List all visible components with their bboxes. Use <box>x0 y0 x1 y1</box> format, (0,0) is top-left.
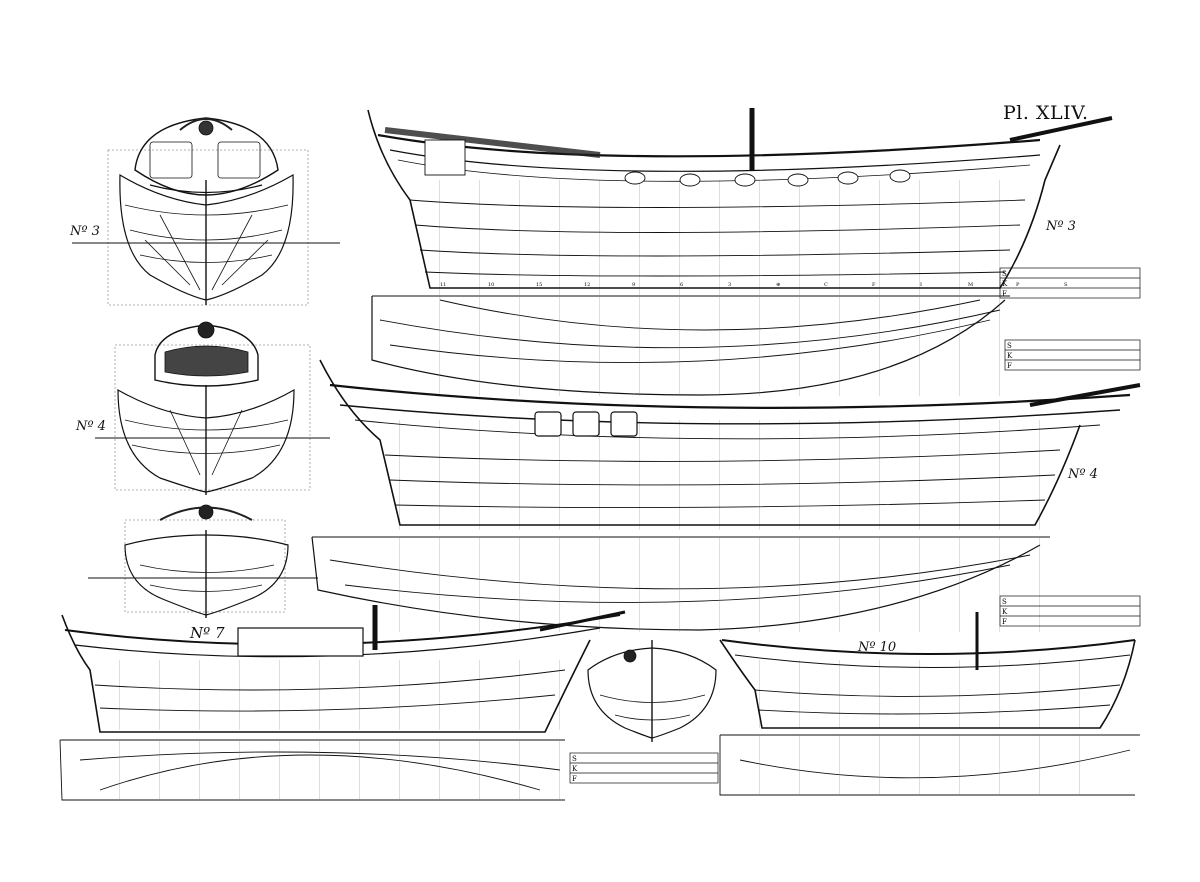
station-mark: F <box>872 282 876 288</box>
station-mark: C <box>824 282 828 288</box>
scale-letter: F <box>1002 290 1007 298</box>
label-stern-no4: Nº 4 <box>76 419 106 434</box>
scale-bar-no10 <box>569 752 719 784</box>
station-mark: ⊕ <box>776 282 780 288</box>
station-mark: S <box>1064 282 1068 288</box>
station-mark: I <box>920 282 922 288</box>
profile-no4 <box>311 359 1141 632</box>
stern-view-no3 <box>72 117 340 306</box>
station-mark: P <box>1016 282 1020 288</box>
profile-no10 <box>719 612 1140 796</box>
station-mark: M <box>968 282 973 288</box>
scale-letter: F <box>572 775 577 783</box>
stern-view-no10 <box>587 640 717 742</box>
scale-bar-no7 <box>999 595 1141 627</box>
station-mark: 12 <box>584 282 590 288</box>
profile-no3 <box>367 108 1113 396</box>
station-mark: 6 <box>680 282 683 288</box>
label-profile-no7: Nº 7 <box>190 624 225 642</box>
label-profile-no3: Nº 3 <box>1046 219 1076 234</box>
label-profile-no10: Nº 10 <box>858 640 897 655</box>
station-mark: 15 <box>536 282 542 288</box>
scale-letter: S <box>1007 342 1012 350</box>
scale-letter: K <box>1002 608 1008 616</box>
scale-letter: S <box>1002 270 1007 278</box>
scale-letter: S <box>572 755 577 763</box>
scale-letter: K <box>572 765 578 773</box>
stern-view-small <box>88 504 318 618</box>
scale-letter: F <box>1007 362 1012 370</box>
station-mark: 10 <box>488 282 494 288</box>
scale-letter: K <box>1007 352 1013 360</box>
plate-title: Pl. XLIV. <box>1003 102 1089 124</box>
label-profile-no4: Nº 4 <box>1068 467 1098 482</box>
profile-no7 <box>59 605 626 801</box>
station-mark: 3 <box>728 282 731 288</box>
scale-bar-no4 <box>1004 339 1141 371</box>
scale-letter: S <box>1002 598 1007 606</box>
scale-bar-no3 <box>999 267 1141 299</box>
scale-letter: F <box>1002 618 1007 626</box>
stern-view-no4 <box>95 321 330 495</box>
scale-letter: K <box>1002 280 1008 288</box>
label-stern-no3: Nº 3 <box>70 224 100 239</box>
station-mark: 9 <box>632 282 635 288</box>
station-mark: 11 <box>440 282 446 288</box>
